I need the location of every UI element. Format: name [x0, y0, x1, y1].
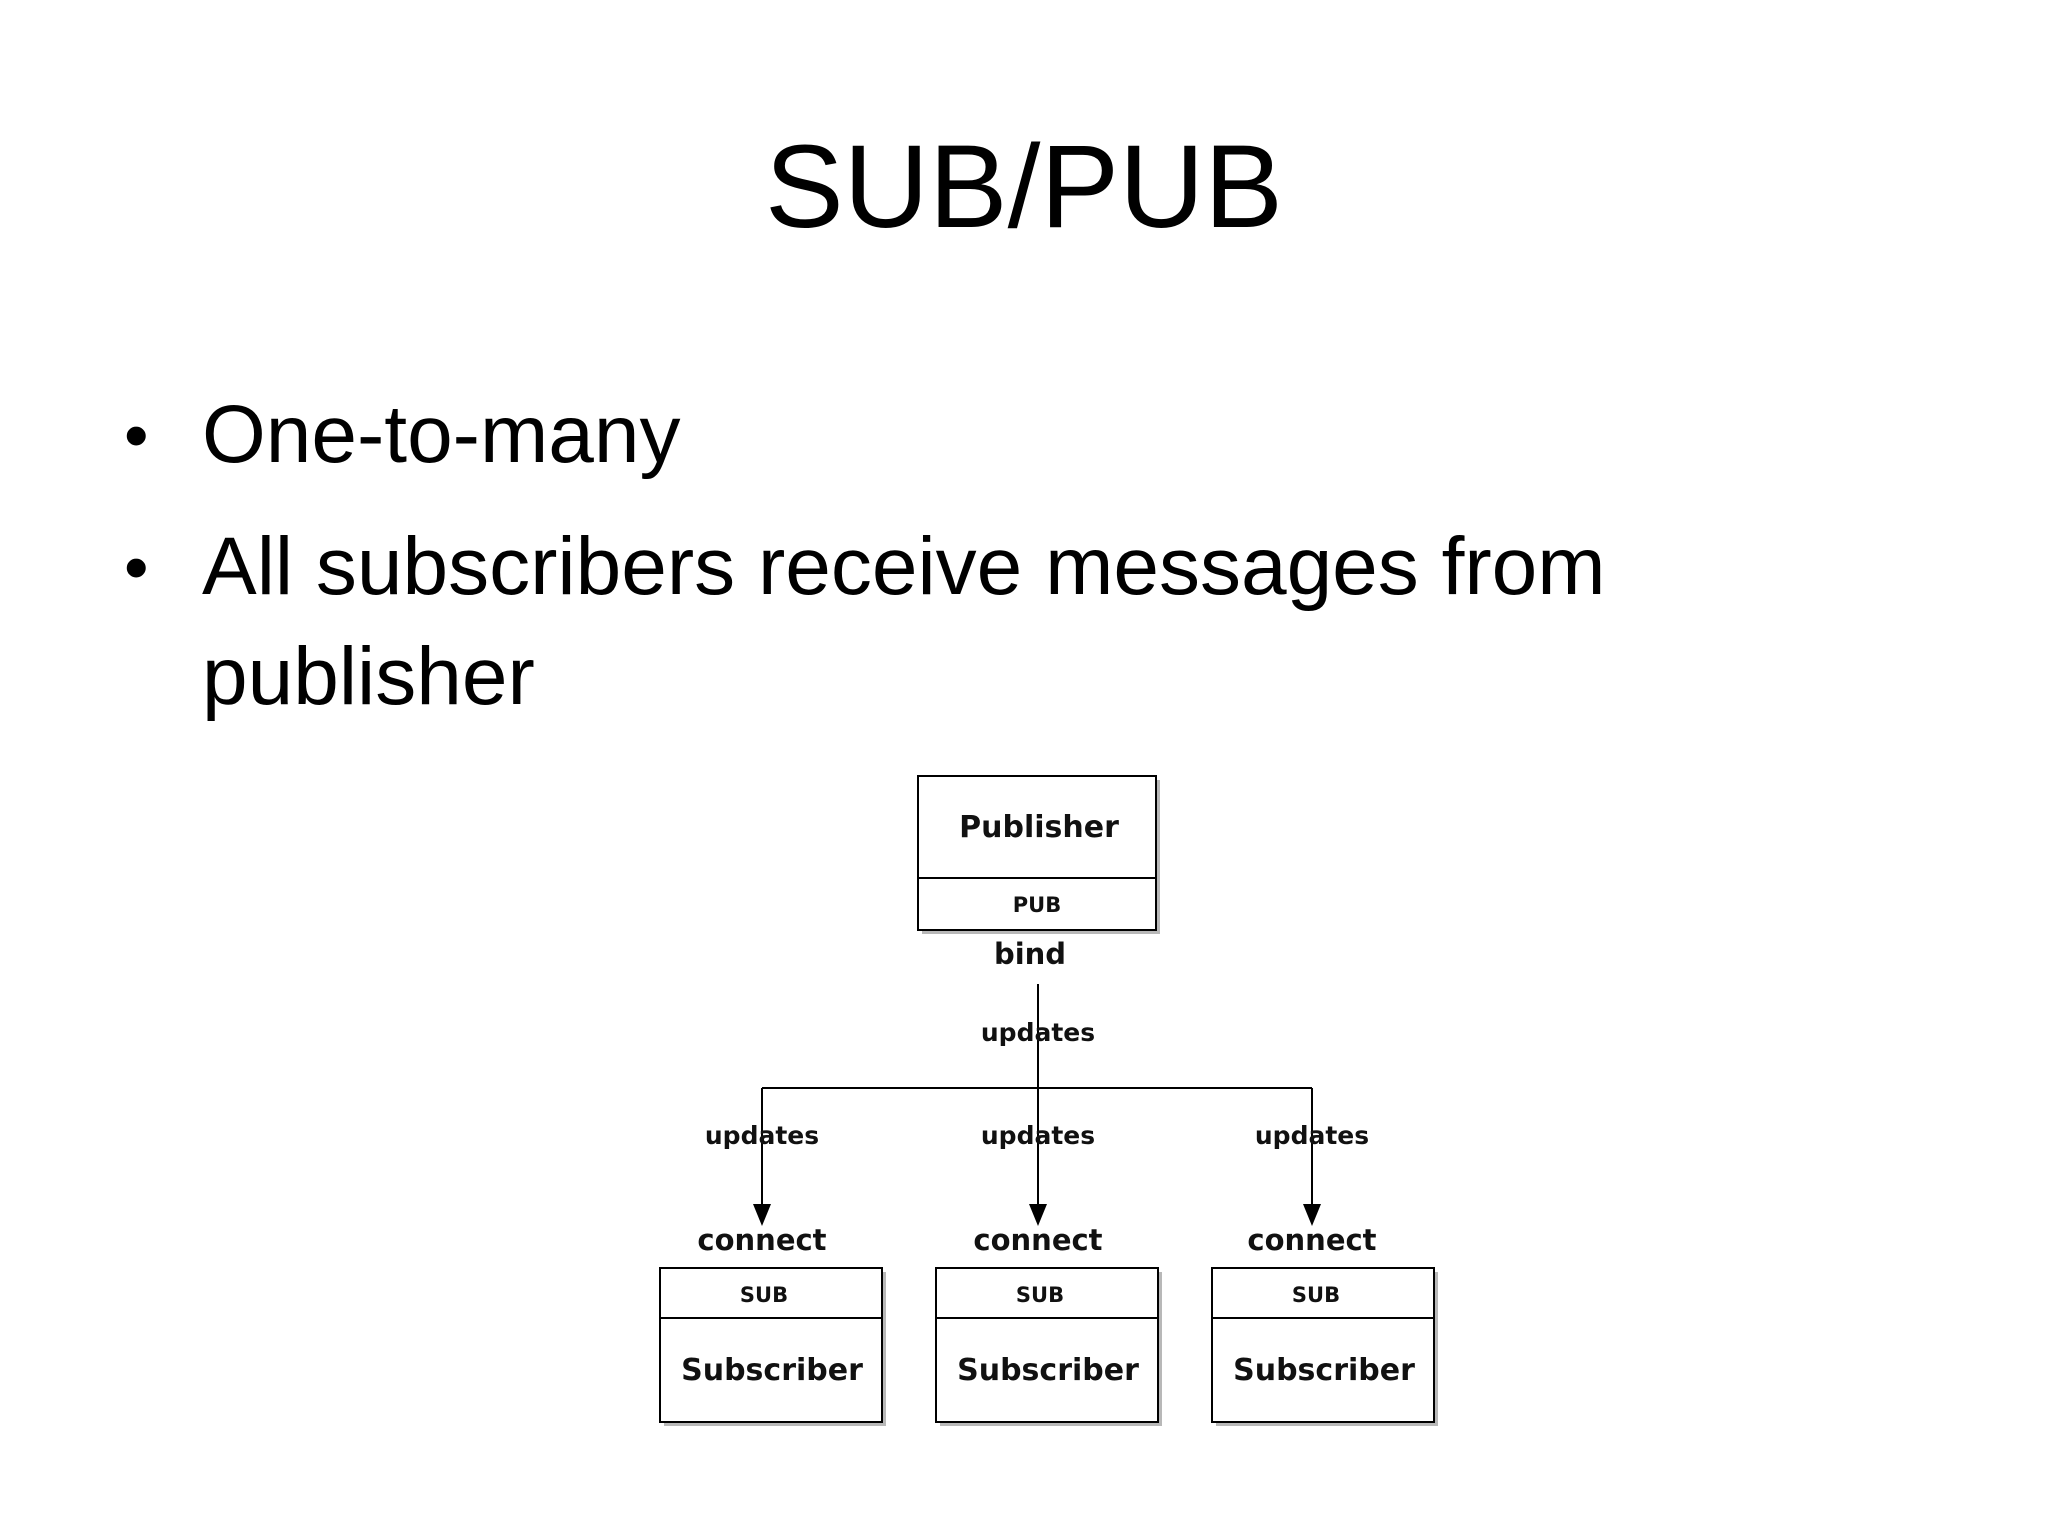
- connect-label: connect: [1247, 1223, 1376, 1257]
- subscriber-name: Subscriber: [957, 1353, 1139, 1388]
- publisher-node: Publisher PUB: [917, 775, 1160, 934]
- bullet-dot-icon: •: [124, 528, 149, 606]
- bind-label: bind: [994, 937, 1066, 971]
- bullet-item: • One-to-many: [120, 380, 1820, 490]
- node-box: [1211, 1267, 1435, 1423]
- publisher-name: Publisher: [959, 810, 1119, 845]
- subscriber-node: SUB Subscriber: [1211, 1267, 1438, 1426]
- bullet-text: One-to-many: [202, 389, 681, 480]
- arrowhead-icon: [753, 1204, 771, 1226]
- subscriber-name: Subscriber: [1233, 1353, 1415, 1388]
- bullet-text: All subscribers receive messages from pu…: [202, 521, 1606, 722]
- arrowhead-icon: [1029, 1204, 1047, 1226]
- edge-label: updates: [1255, 1121, 1369, 1150]
- edge-label: updates: [981, 1121, 1095, 1150]
- publisher-socket: PUB: [1013, 893, 1061, 917]
- connect-label: connect: [697, 1223, 826, 1257]
- subscriber-socket: SUB: [1016, 1283, 1064, 1307]
- subscriber-socket: SUB: [740, 1283, 788, 1307]
- subscriber-node: SUB Subscriber: [659, 1267, 886, 1426]
- node-box: [917, 775, 1157, 931]
- node-box: [659, 1267, 883, 1423]
- subscriber-node: SUB Subscriber: [935, 1267, 1162, 1426]
- bullet-list: • One-to-many • All subscribers receive …: [120, 380, 1820, 754]
- subscriber-socket: SUB: [1292, 1283, 1340, 1307]
- trunk-edge-label: updates: [981, 1018, 1095, 1047]
- connect-label: connect: [973, 1223, 1102, 1257]
- node-box: [935, 1267, 1159, 1423]
- arrowhead-icon: [1303, 1204, 1321, 1226]
- subscriber-name: Subscriber: [681, 1353, 863, 1388]
- bullet-dot-icon: •: [124, 396, 149, 474]
- slide-title: SUB/PUB: [764, 121, 1284, 253]
- bullet-item: • All subscribers receive messages from …: [120, 512, 1820, 732]
- edge-label: updates: [705, 1121, 819, 1150]
